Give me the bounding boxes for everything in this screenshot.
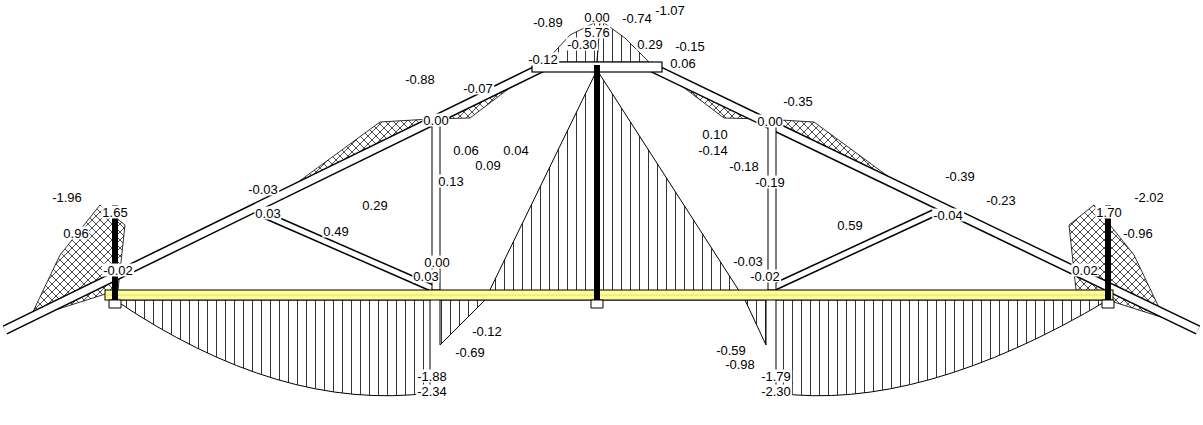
- moment-value: -0.07: [462, 82, 494, 95]
- moment-value: -0.03: [247, 183, 279, 196]
- structure-part: [772, 212, 936, 288]
- moment-value: -0.15: [674, 40, 706, 53]
- moment-value: 0.49: [322, 225, 349, 238]
- structure-part: [1102, 300, 1114, 308]
- moment-value: 0.29: [361, 199, 388, 212]
- structure-part: [594, 65, 600, 300]
- structure-part: [768, 118, 776, 290]
- moment-value: -0.35: [782, 95, 814, 108]
- moment-value: -0.69: [454, 346, 486, 359]
- moment-value: 0.04: [502, 144, 529, 157]
- moment-value: 0.59: [836, 219, 863, 232]
- moment-value: -0.19: [754, 176, 786, 189]
- structure-part: [5, 66, 1198, 330]
- structure-part: [591, 300, 603, 308]
- moment-value: -2.34: [416, 385, 448, 398]
- structure-part: [776, 300, 1108, 396]
- moment-value: -0.14: [697, 144, 729, 157]
- structure-part: [440, 300, 485, 345]
- moment-value: -0.39: [944, 170, 976, 183]
- moment-value: 0.03: [412, 270, 439, 283]
- moment-value: -0.03: [732, 255, 764, 268]
- moment-value: -2.02: [1133, 191, 1165, 204]
- structure-part: [772, 212, 936, 288]
- moment-value: 1.65: [101, 206, 128, 219]
- moment-value: 0.02: [1071, 264, 1098, 277]
- structure-part: [30, 205, 125, 318]
- moment-value: -0.98: [724, 358, 756, 371]
- structure-part: [112, 205, 118, 300]
- structure-part: [109, 300, 1114, 308]
- moment-value: -1.88: [416, 370, 448, 383]
- moment-value: 0.03: [254, 207, 281, 220]
- moment-value: 0.13: [437, 175, 464, 188]
- moment-value: 0.00: [583, 11, 610, 24]
- moment-value: -0.02: [102, 264, 134, 277]
- moment-value: 0.29: [636, 38, 663, 51]
- structure-part: [105, 295, 1113, 296]
- moment-value: -0.04: [932, 209, 964, 222]
- moment-value: -0.96: [1122, 227, 1154, 240]
- structure-part: [1105, 205, 1111, 300]
- moment-value: 0.09: [474, 159, 501, 172]
- moment-value: -0.18: [728, 160, 760, 173]
- structure-part: [258, 212, 432, 288]
- moment-value: -0.02: [749, 270, 781, 283]
- moment-value: 1.70: [1095, 206, 1122, 219]
- structure-part: [745, 300, 766, 345]
- structure-part: [109, 300, 121, 308]
- moment-value: 0.06: [452, 144, 479, 157]
- structure-part: [115, 300, 430, 396]
- moment-value: -0.89: [532, 16, 564, 29]
- moment-value: 0.10: [701, 128, 728, 141]
- moment-value: -0.23: [985, 194, 1017, 207]
- moment-value: -0.59: [715, 344, 747, 357]
- moment-value: 0.00: [422, 114, 449, 127]
- moment-value: 0.00: [423, 256, 450, 269]
- structure-part: [105, 290, 1113, 300]
- moment-value: 0.96: [62, 227, 89, 240]
- moment-value: 0.06: [669, 57, 696, 70]
- structure-part: [258, 212, 432, 288]
- moment-value: -1.07: [654, 4, 686, 17]
- moment-value: -1.96: [51, 191, 83, 204]
- moment-value: 0.00: [756, 115, 783, 128]
- structure-part: [1069, 205, 1164, 318]
- moment-value: -0.30: [566, 38, 598, 51]
- moment-value: -0.88: [404, 73, 436, 86]
- moment-value: -2.30: [760, 385, 792, 398]
- moment-value: -1.79: [760, 370, 792, 383]
- moment-value: -0.74: [621, 12, 653, 25]
- moment-value: -0.12: [527, 53, 559, 66]
- moment-value: -0.12: [471, 325, 503, 338]
